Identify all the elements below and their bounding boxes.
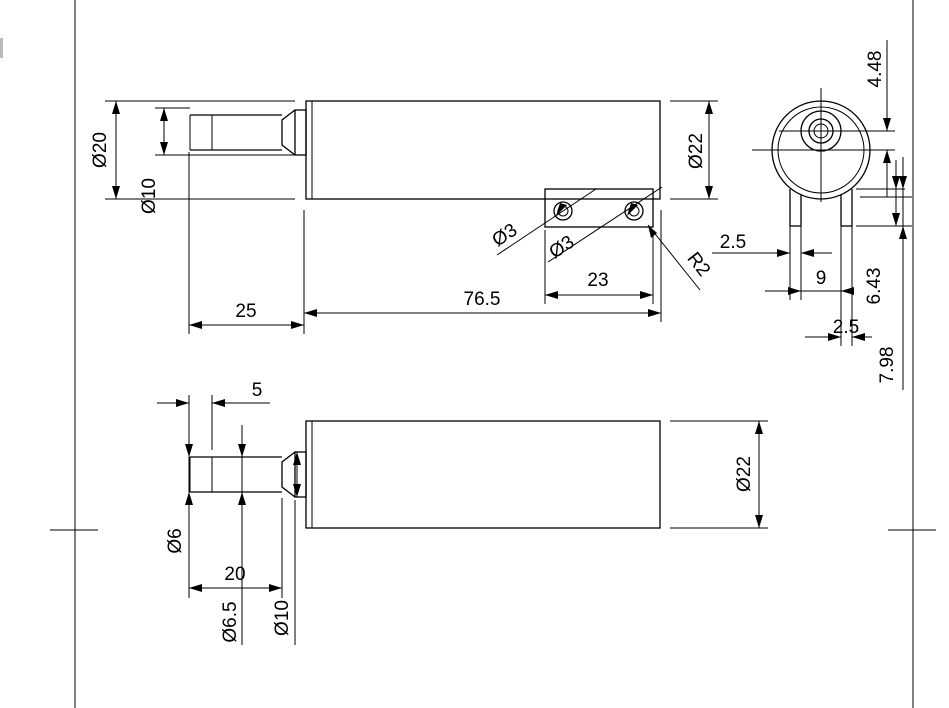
dim-shoulder-dia: Ø10 xyxy=(272,600,293,636)
dim-tab-height: 6.43 xyxy=(864,268,885,305)
dim-body-dia-22: Ø22 xyxy=(686,133,707,169)
dim-side-body-dia: Ø22 xyxy=(734,456,755,492)
top-view: Ø20 Ø10 Ø22 Ø3 Ø3 R2 23 76.5 25 xyxy=(90,100,718,334)
dim-radius: R2 xyxy=(683,249,715,281)
dim-tab-spacing: 23 xyxy=(587,270,608,291)
dim-tab-thick-b: 2.5 xyxy=(833,317,859,338)
dim-body-length: 76.5 xyxy=(464,289,501,310)
dim-total-height: 7.98 xyxy=(877,347,898,384)
dim-offset-top: 4.48 xyxy=(865,51,886,88)
dim-collar-length: 5 xyxy=(252,380,263,401)
dim-hole-dia-2: Ø3 xyxy=(546,232,579,264)
dim-dia-10: Ø10 xyxy=(139,178,160,214)
dim-dia-20: Ø20 xyxy=(90,132,111,168)
dim-stem-length-20: 20 xyxy=(224,564,245,585)
dim-stem-length: 25 xyxy=(235,301,256,322)
dim-stem-dia: Ø6.5 xyxy=(220,601,241,642)
dim-tab-span: 9 xyxy=(816,268,827,289)
dim-tip-dia: Ø6 xyxy=(165,528,186,553)
side-view: 5 Ø6 20 Ø6.5 Ø10 Ø22 xyxy=(157,380,768,645)
dim-hole-dia-1: Ø3 xyxy=(489,220,522,252)
end-view: 4.48 2.5 9 6.43 2.5 7.98 xyxy=(712,40,912,390)
dim-tab-thick-a: 2.5 xyxy=(720,232,746,253)
